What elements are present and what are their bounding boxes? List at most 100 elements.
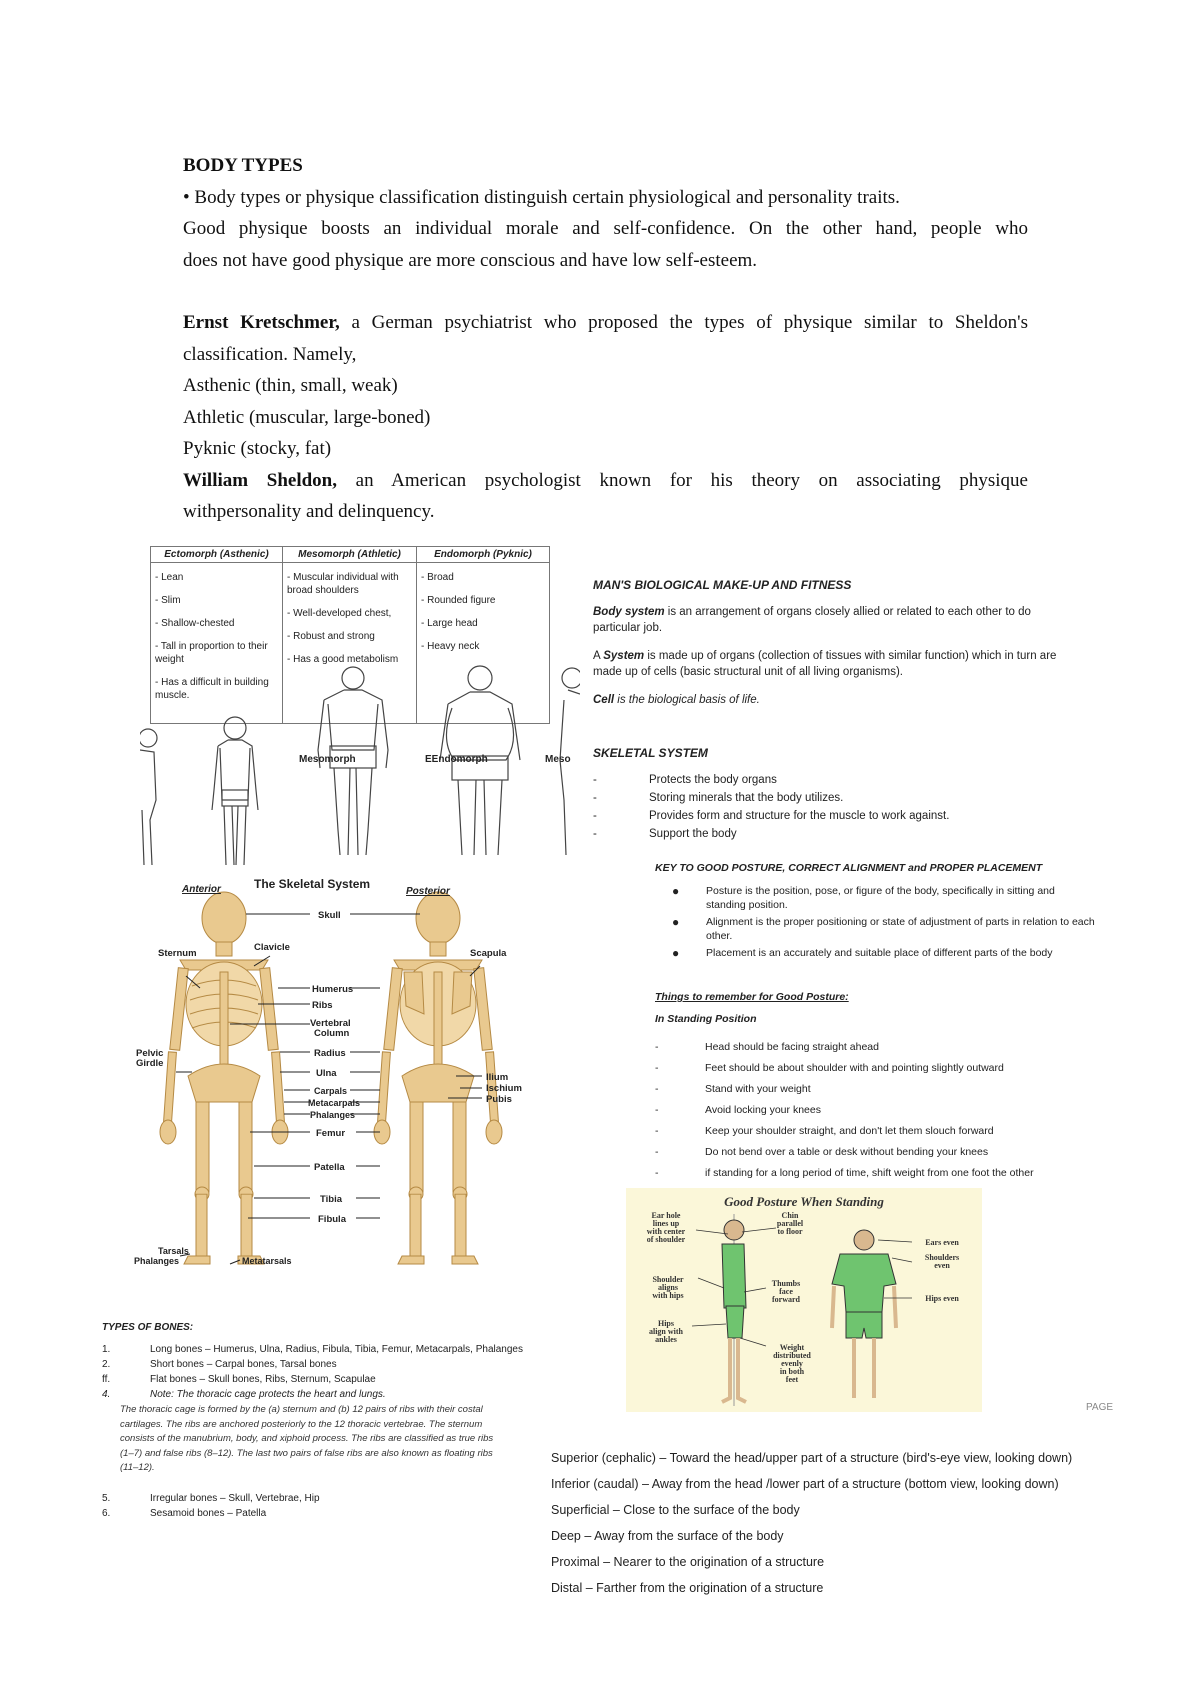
list-item: -Support the body [593,825,1073,843]
clavicle-label: Clavicle [254,942,290,953]
ear-label-4: of shoulder [647,1235,686,1244]
phalanges-label: Phalanges [310,1110,355,1120]
cell-line: Cell is the biological basis of life. [593,692,1133,708]
system-term: System [603,650,645,662]
list-item: - Muscular individual with broad shoulde… [287,572,399,596]
bones-list-2: 5.Irregular bones – Skull, Vertebrae, Hi… [102,1491,562,1521]
list-item: - Rounded figure [421,595,496,606]
list-item: -Keep your shoulder straight, and don't … [655,1121,1135,1142]
endomorph-label: EEndomorph [425,754,488,765]
weight-label-2: distributed [773,1351,811,1360]
body-type-figures: Mesomorph EEndomorph Meso [140,665,580,866]
system-prefix: A [593,650,604,662]
column-label: Column [314,1028,350,1039]
anterior-label: Anterior [181,884,222,895]
skull-label: Skull [318,910,341,921]
girdle-label: Girdle [136,1058,163,1069]
list-item-text: Short bones – Carpal bones, Tarsal bones [150,1359,337,1370]
page-mark: PAGE [1086,1402,1114,1413]
list-item: - Lean [155,572,184,583]
ernst-line1: Ernst Kretschmer, a German psychiatrist … [183,307,1028,339]
thoracic-note: The thoracic cage is formed by the (a) s… [120,1403,560,1476]
body-system-line1: Body system is an arrangement of organs … [593,604,1133,620]
list-item: - Shallow-chested [155,618,235,629]
chin-label-3: to floor [777,1227,803,1236]
list-number: 4. [102,1389,111,1400]
list-item: - Robust and strong [287,631,375,642]
posture-key-list: ●Posture is the position, pose, or figur… [672,884,1132,963]
list-item-text: Flat bones – Skull bones, Ribs, Sternum,… [150,1374,376,1385]
radius-label: Radius [314,1048,346,1059]
posture-figure-title: Good Posture When Standing [724,1194,884,1209]
ernst-name: Ernst Kretschmer, [183,312,340,333]
list-item-text-cont: other. [706,930,733,942]
list-item: -Stand with your weight [655,1079,1135,1100]
list-item: Superficial – Close to the surface of th… [551,1503,800,1517]
list-item: Deep – Away from the surface of the body [551,1529,784,1543]
endomorph-col: - Broad - Rounded figure - Large head - … [417,563,549,723]
body-system-paragraph: Body system is an arrangement of organs … [593,604,1133,708]
list-item-text: Do not bend over a table or desk without… [705,1146,989,1158]
header-mesomorph: Mesomorph (Athletic) [283,547,417,563]
list-item: - Broad [421,572,454,583]
list-item: - Heavy neck [421,641,480,652]
list-item: 2.Short bones – Carpal bones, Tarsal bon… [102,1357,562,1372]
list-item-text: Sesamoid bones – Patella [150,1508,267,1519]
chin-label-1: Chin [782,1211,799,1220]
list-item: - Well-developed chest, [287,608,392,619]
thumbs-label-2: face [779,1287,793,1296]
system-text: is made up of organs (collection of tiss… [644,650,1057,662]
list-item: -Do not bend over a table or desk withou… [655,1142,1135,1163]
list-number: 6. [102,1508,111,1519]
ectomorph-col: - Lean - Slim - Shallow-chested - Tall i… [151,563,283,723]
table-header-row: Ectomorph (Asthenic) Mesomorph (Athletic… [151,547,549,563]
ecto-figure-partial [140,728,158,866]
body-types-heading: BODY TYPES [183,155,303,176]
bones-list: 1.Long bones – Humerus, Ulna, Radius, Fi… [102,1342,562,1402]
intro-p1-line1: Good physique boosts an individual moral… [183,218,1028,239]
carpals-label: Carpals [314,1086,347,1096]
athletic-line: Athletic (muscular, large-boned) [183,406,431,428]
weight-label-3: evenly [781,1359,803,1368]
posture-figure: Good Posture When Standing Ear hole line… [626,1188,982,1412]
header-ectomorph: Ectomorph (Asthenic) [151,547,283,563]
list-item: Inferior (caudal) – Away from the head /… [551,1477,1059,1491]
ear-label-1: Ear hole [652,1211,681,1220]
things-title: Things to remember for Good Posture: [655,991,849,1003]
ischium-label: Ischium [486,1083,522,1094]
list-item: -Head should be facing straight ahead [655,1037,1135,1058]
anterior-skeleton [159,891,289,1265]
skeletal-list: -Protects the body organs -Storing miner… [593,771,1073,843]
list-number: 1. [102,1344,111,1355]
mesomorph-col: - Muscular individual with broad shoulde… [283,563,417,723]
intro-bullet: • Body types or physique classification … [183,186,900,208]
front-view-figure [830,1229,898,1398]
list-item-text: Keep your shoulder straight, and don't l… [705,1125,994,1137]
pelvic-label: Pelvic [136,1048,163,1059]
hips-ankles-label-2: align with [649,1327,684,1336]
hips-even-label: Hips even [925,1294,959,1303]
things-subtitle: In Standing Position [655,1013,757,1025]
note-line: The thoracic cage is formed by the (a) s… [120,1404,483,1415]
weight-label-5: feet [786,1375,799,1384]
list-item: - Tall in proportion to their weight [155,641,268,665]
table-body-row: - Lean - Slim - Shallow-chested - Tall i… [151,563,549,723]
humerus-label: Humerus [312,984,353,995]
biology-title: MAN'S BIOLOGICAL MAKE-UP AND FITNESS [593,578,852,592]
list-item: -Provides form and structure for the mus… [593,807,1073,825]
list-item-text: Feet should be about shoulder with and p… [705,1062,1004,1074]
ribs-label: Ribs [312,1000,333,1011]
body-system-term: Body system [593,606,665,618]
tibia-label: Tibia [320,1194,343,1205]
shoulder-label-2: aligns [658,1283,678,1292]
list-item: - Large head [421,618,478,629]
metacarpals-label: Metacarpals [308,1098,360,1108]
list-item-text: Posture is the position, pose, or figure… [706,885,1055,897]
list-item: -Feet should be about shoulder with and … [655,1058,1135,1079]
note-line: (1–7) and false ribs (8–12). The last tw… [120,1447,493,1459]
list-item-text: Avoid locking your knees [705,1104,821,1116]
list-item-text: Alignment is the proper positioning or s… [706,916,1095,928]
ulna-label: Ulna [316,1068,337,1079]
ears-even-label: Ears even [925,1238,959,1247]
list-number: 5. [102,1493,111,1504]
